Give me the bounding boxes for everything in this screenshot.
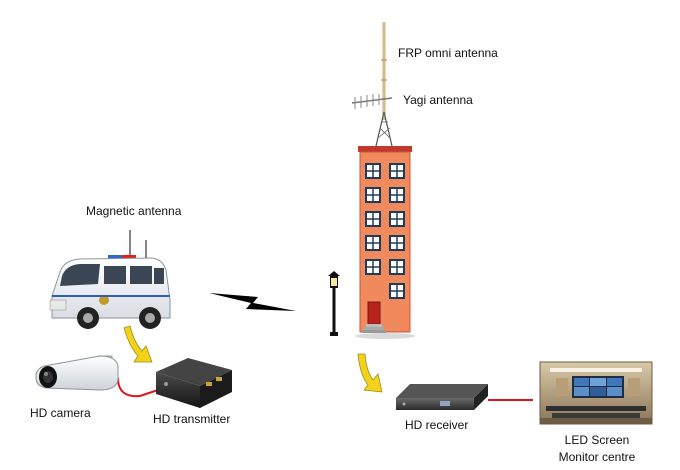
frp-omni-antenna-icon — [381, 22, 387, 120]
magnetic-antenna-label: Magnetic antenna — [86, 204, 182, 218]
hd-camera-label: HD camera — [30, 406, 91, 420]
street-lamp-icon — [328, 271, 340, 336]
led-monitor-room-icon — [539, 361, 653, 425]
hd-transmitter-label: HD transmitter — [153, 412, 231, 426]
frp-antenna-label: FRP omni antenna — [398, 46, 498, 60]
transmitter-box-icon — [156, 358, 232, 408]
lattice-mast-icon — [375, 111, 393, 147]
lightning-link-icon — [209, 293, 296, 311]
curved-arrow-icon — [123, 325, 153, 363]
building-icon — [355, 146, 415, 339]
police-van-icon — [49, 230, 171, 329]
receiver-box-icon — [396, 384, 488, 410]
camera-transmitter-cable — [117, 377, 165, 398]
hd-receiver-label: HD receiver — [405, 418, 469, 432]
yagi-antenna-icon — [351, 94, 393, 109]
yagi-antenna-label: Yagi antenna — [403, 93, 473, 107]
curved-arrow-icon — [357, 353, 383, 393]
led-screen-label: LED Screen — [564, 433, 630, 447]
monitor-centre-label: Monitor centre — [558, 450, 636, 464]
building-windows — [365, 163, 405, 299]
cctv-camera-icon — [35, 355, 119, 391]
